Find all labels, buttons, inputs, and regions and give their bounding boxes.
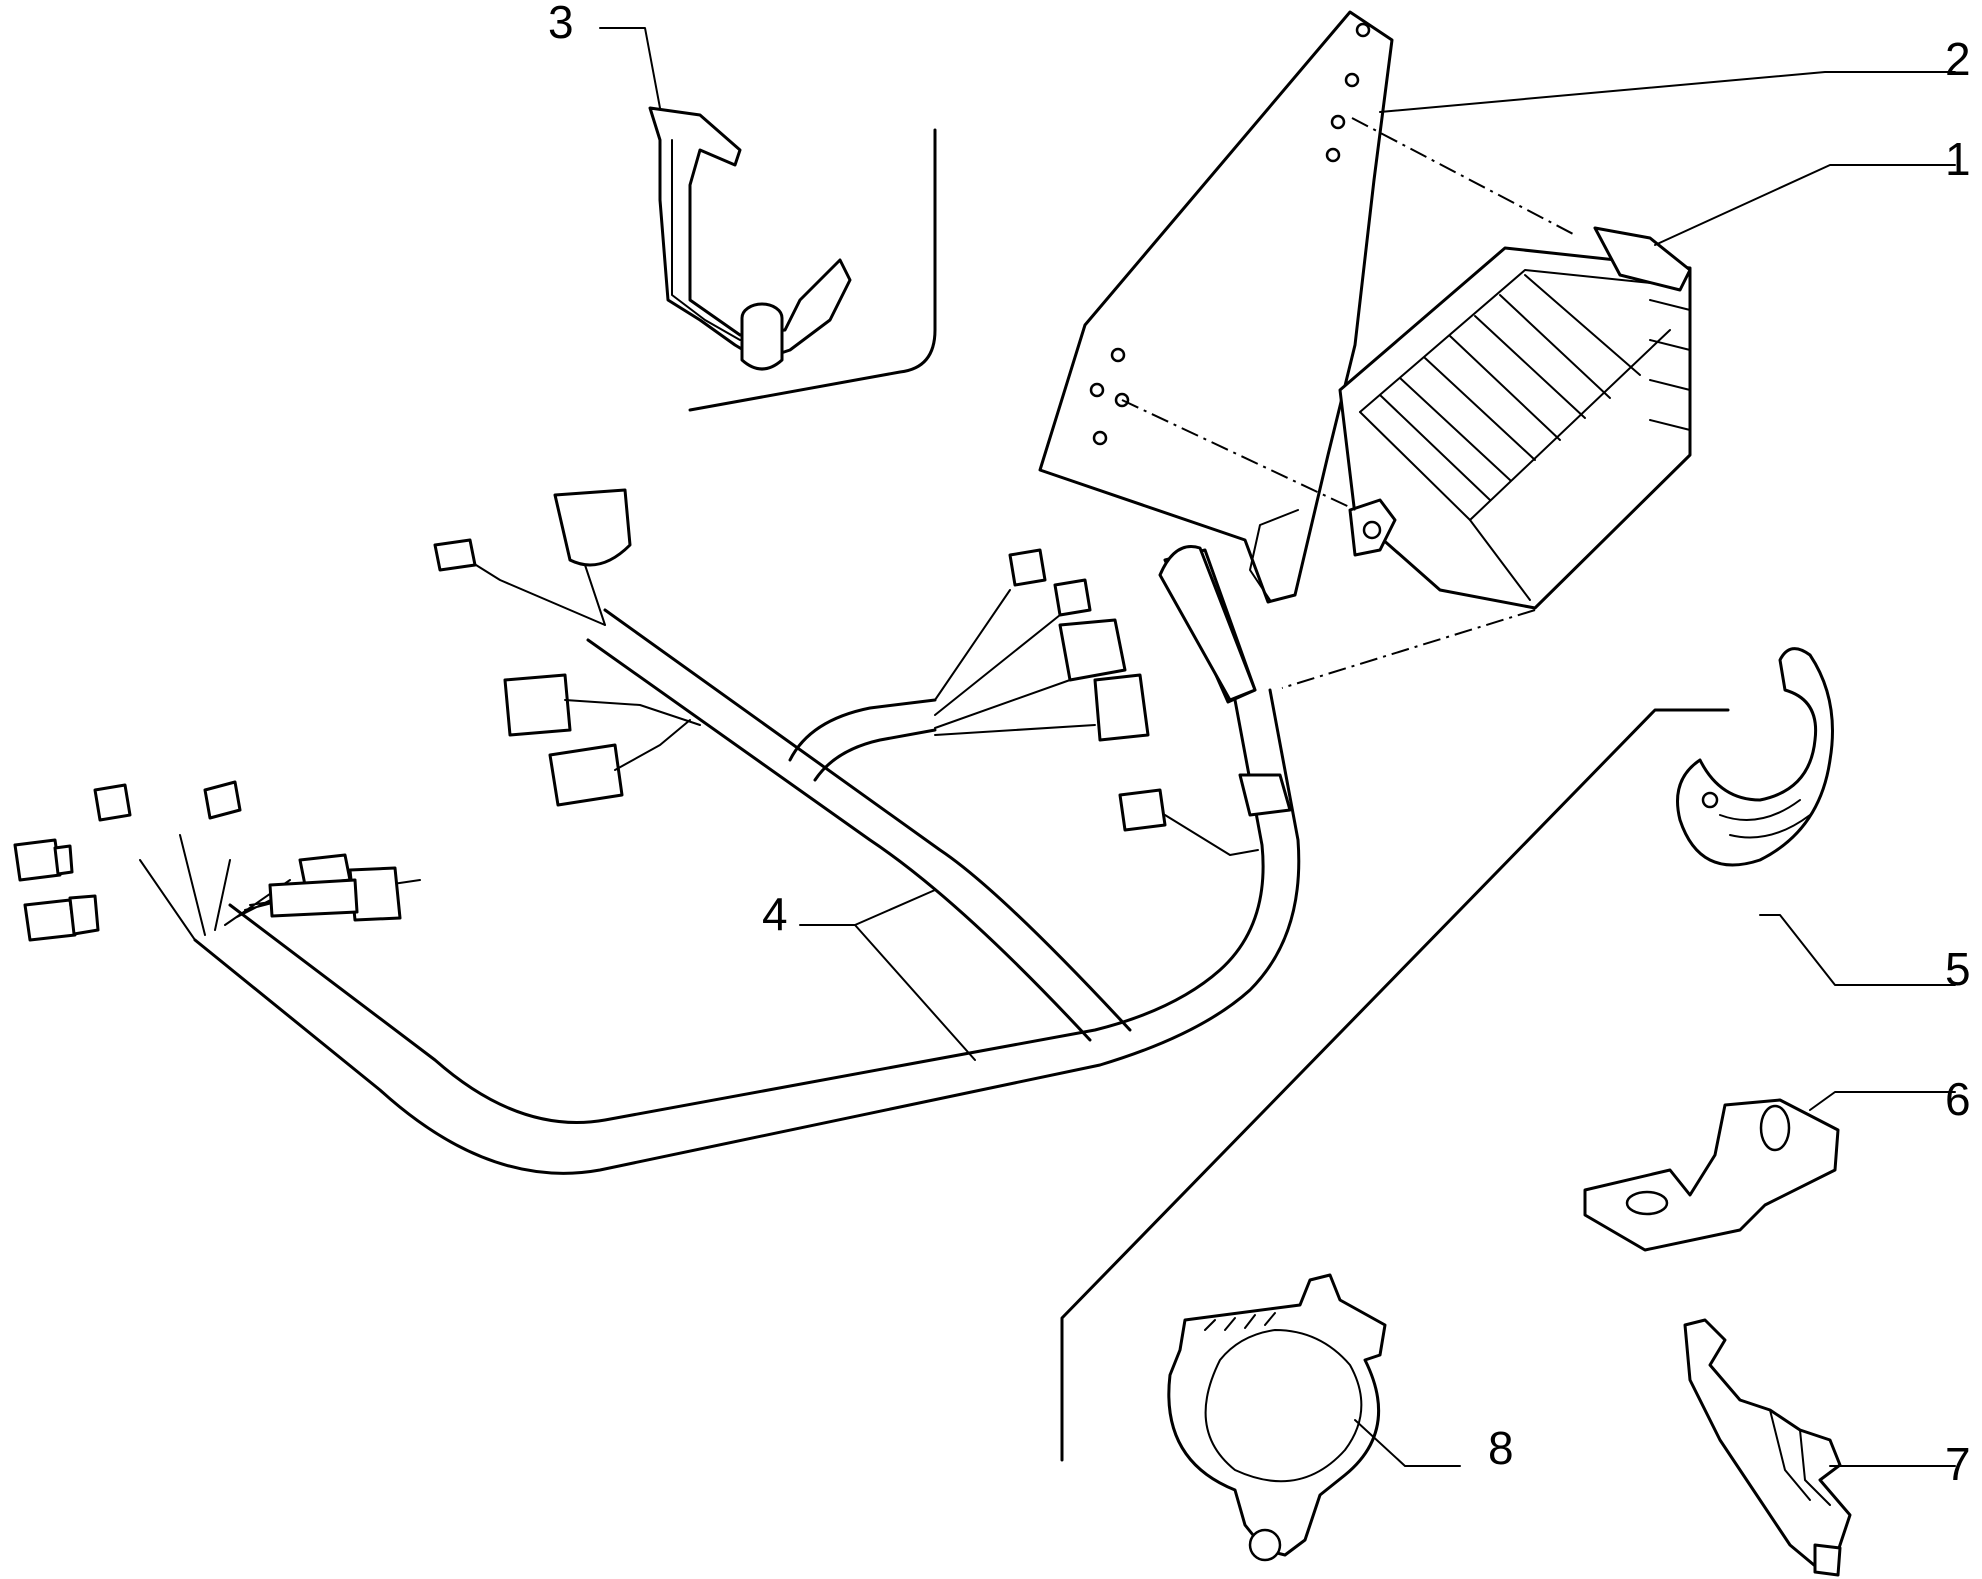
assembly-centerlines	[1121, 117, 1576, 689]
callout-leaders	[599, 27, 1956, 1467]
callout-4: 4	[762, 888, 788, 940]
callout-3: 3	[548, 0, 574, 48]
part-8-ring-clip	[1167, 1273, 1387, 1562]
callout-8: 8	[1488, 1422, 1514, 1474]
callout-labels: 1 2 3 4 5 6 7 8	[548, 0, 1971, 1490]
callout-1: 1	[1945, 133, 1971, 185]
callout-6: 6	[1945, 1073, 1971, 1125]
part-3-clip	[648, 106, 937, 412]
part-7-clip	[1683, 1318, 1852, 1577]
part-1-control-unit	[1338, 226, 1692, 610]
part-4-wiring-harness	[13, 488, 1301, 1175]
callout-5: 5	[1945, 943, 1971, 995]
part-6-flat-bracket	[1583, 1098, 1840, 1252]
callout-2: 2	[1945, 33, 1971, 85]
callout-7: 7	[1945, 1438, 1971, 1490]
part-2-bracket	[1038, 10, 1394, 604]
part-5-cable-strap	[1676, 647, 1834, 867]
separator-line	[1060, 708, 1730, 1462]
